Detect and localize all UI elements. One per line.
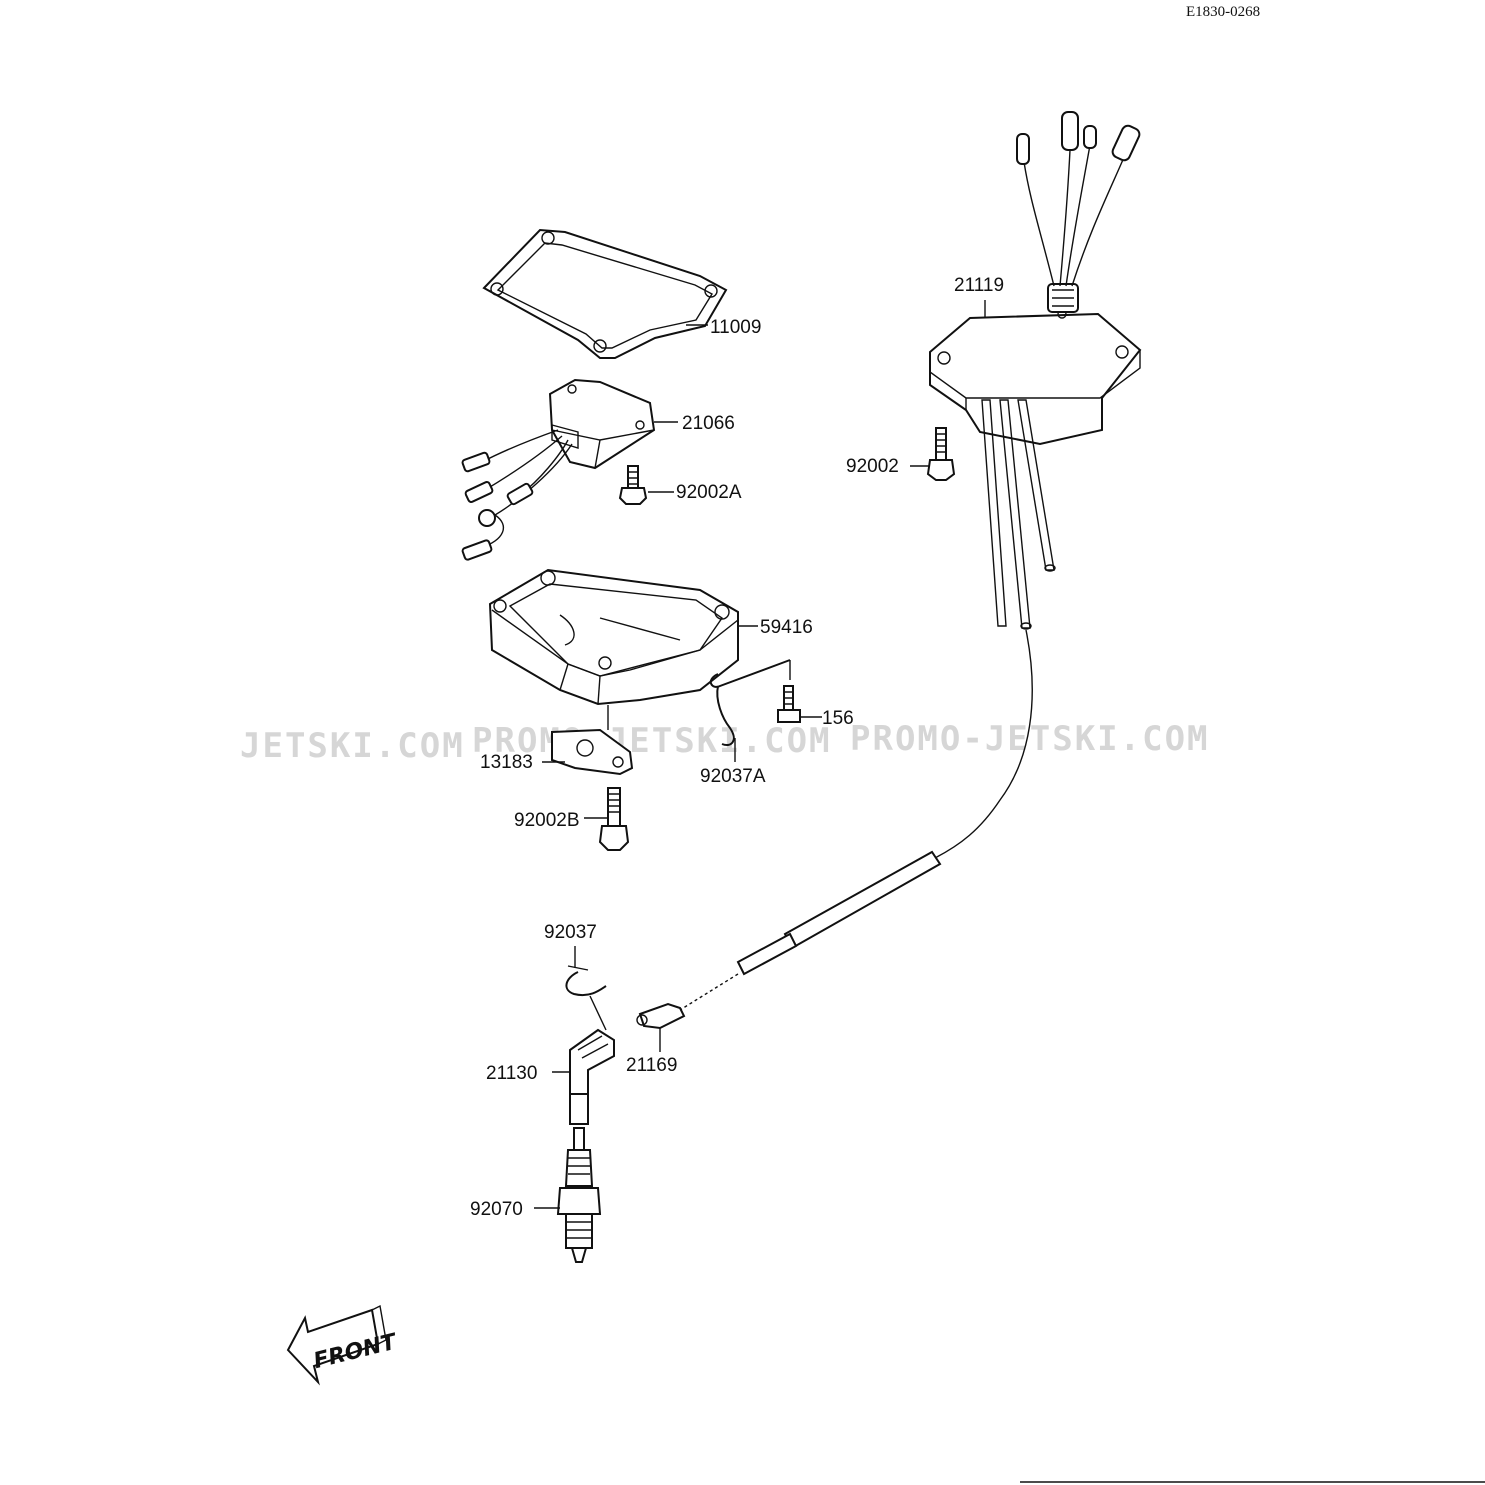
terminal-21169 xyxy=(636,1002,686,1052)
rectifier-part xyxy=(461,378,678,561)
spark-plug-92070 xyxy=(534,1127,602,1263)
clip-92037a xyxy=(709,659,791,762)
label-21066: 21066 xyxy=(682,413,735,434)
label-13183: 13183 xyxy=(480,752,533,773)
case-part xyxy=(488,568,758,706)
label-92037a: 92037A xyxy=(700,766,766,787)
watermark-3: PROMO-JETSKI.COM xyxy=(850,719,1210,759)
label-21169: 21169 xyxy=(626,1055,677,1076)
label-92002a: 92002A xyxy=(676,482,742,503)
label-11009: 11009 xyxy=(710,317,761,338)
bolt-92002 xyxy=(910,427,956,481)
watermark-1: JETSKI.COM xyxy=(240,726,465,766)
plug-cap-21130 xyxy=(552,1028,615,1125)
gasket-part xyxy=(482,228,728,359)
watermarks: JETSKI.COM PROMO-JETSKI.COM PROMO-JETSKI… xyxy=(240,719,1210,766)
cdi-part xyxy=(929,111,1142,630)
label-21119: 21119 xyxy=(954,275,1004,296)
label-21130: 21130 xyxy=(486,1063,537,1084)
clamp-92037 xyxy=(565,946,607,1031)
screw-156 xyxy=(777,685,822,723)
label-92002b: 92002B xyxy=(514,810,580,831)
part-labels: 11009 21066 92002A 59416 156 13183 92037… xyxy=(470,275,1004,1220)
ignition-lead xyxy=(679,629,1033,1011)
front-arrow: FRONT xyxy=(286,1304,401,1386)
label-156: 156 xyxy=(822,708,854,729)
bolt-92002b xyxy=(584,787,630,851)
label-92037: 92037 xyxy=(544,922,597,943)
bolt-92002a xyxy=(618,465,674,505)
doc-id: E1830-0268 xyxy=(1186,4,1260,20)
label-92002: 92002 xyxy=(846,456,899,477)
label-92070: 92070 xyxy=(470,1199,523,1220)
bracket-13183 xyxy=(542,705,634,776)
label-59416: 59416 xyxy=(760,617,813,638)
watermark-2: PROMO-JETSKI.COM xyxy=(472,721,832,761)
